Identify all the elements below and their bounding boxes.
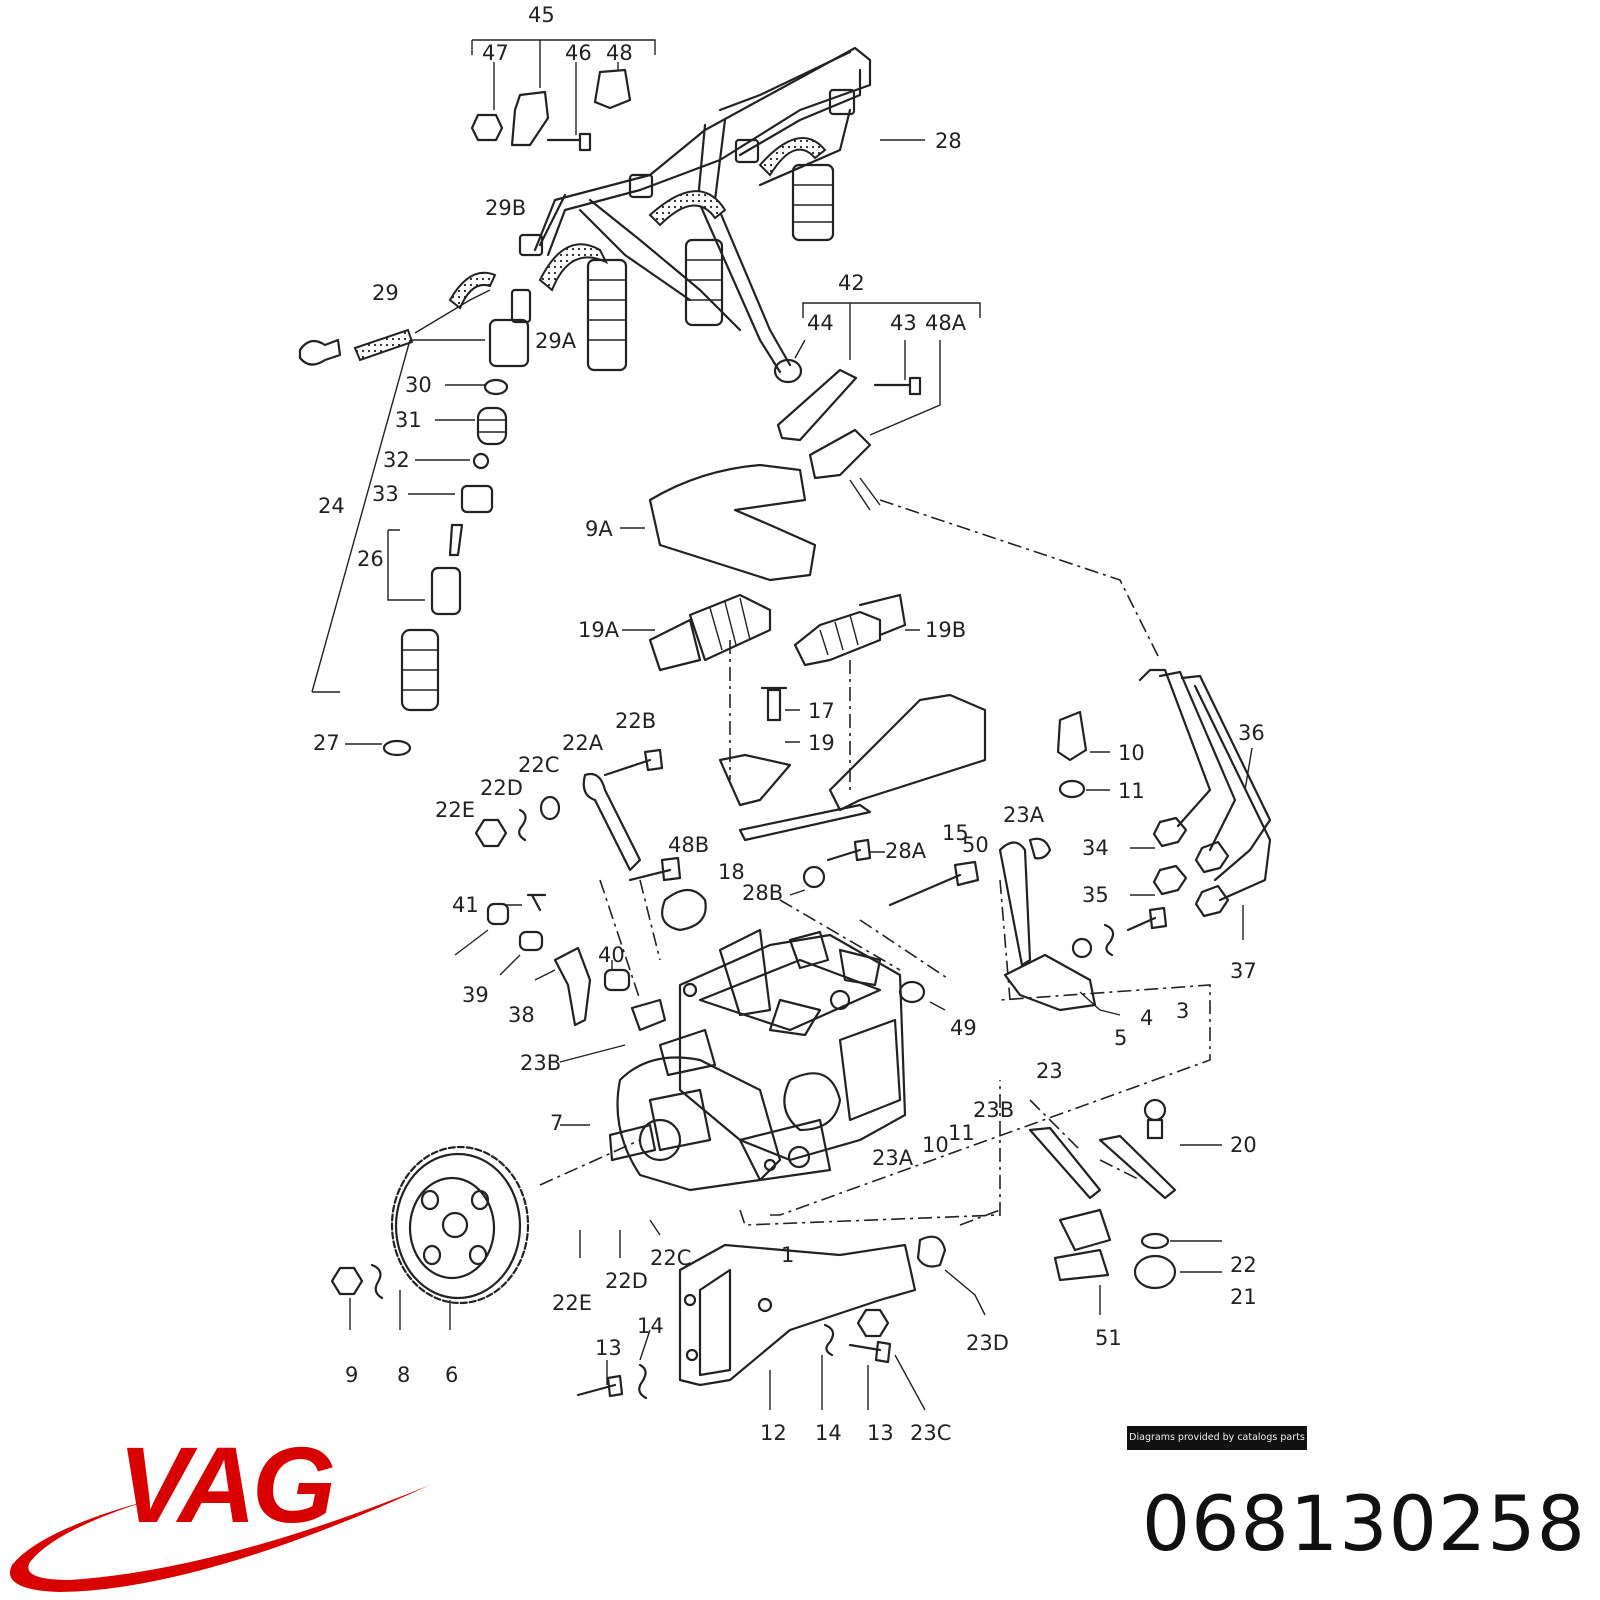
callout-36: 36 — [1238, 721, 1265, 745]
callout-49: 49 — [950, 1016, 977, 1040]
callout-29a: 29A — [535, 329, 577, 353]
callout-22e: 22E — [435, 798, 475, 822]
brackets-15-18 — [718, 686, 987, 842]
callout-46: 46 — [565, 41, 592, 65]
callout-8: 8 — [397, 1363, 410, 1387]
callout-10-lower: 10 — [922, 1133, 949, 1157]
callout-26: 26 — [357, 547, 384, 571]
callout-22d: 22D — [480, 776, 523, 800]
callout-6: 6 — [445, 1363, 458, 1387]
callout-24: 24 — [318, 494, 345, 518]
callout-19: 19 — [808, 731, 835, 755]
callout-15: 15 — [942, 821, 969, 845]
callout-22c: 22C — [518, 753, 559, 777]
callout-9a: 9A — [585, 517, 613, 541]
callout-29b: 29B — [485, 196, 526, 220]
callout-33: 33 — [372, 482, 399, 506]
callout-7: 7 — [550, 1111, 563, 1135]
callout-leaders — [345, 139, 1253, 1411]
callout-23b-right: 23B — [973, 1098, 1014, 1122]
callout-4: 4 — [1140, 1006, 1153, 1030]
callout-19b: 19B — [925, 618, 966, 642]
callout-20: 20 — [1230, 1133, 1257, 1157]
callout-28a: 28A — [885, 839, 927, 863]
callout-11-lower: 11 — [948, 1121, 975, 1145]
part-number: 068130258 — [1141, 1479, 1586, 1568]
callout-22e-lower: 22E — [552, 1291, 592, 1315]
callout-32: 32 — [383, 448, 410, 472]
callout-21: 21 — [1230, 1285, 1257, 1309]
callout-27: 27 — [313, 731, 340, 755]
right-side-parts — [802, 710, 1168, 1012]
callout-43: 43 — [890, 311, 917, 335]
callout-10: 10 — [1118, 741, 1145, 765]
vag-logo: VAG — [10, 1430, 430, 1592]
callout-22b: 22B — [615, 709, 656, 733]
reference-lines — [539, 499, 1211, 1226]
callout-28b: 28B — [742, 881, 783, 905]
callout-48b: 48B — [668, 833, 709, 857]
callout-39: 39 — [462, 983, 489, 1007]
callout-40-upper: 40 — [598, 943, 625, 967]
callout-23: 23 — [1036, 1059, 1063, 1083]
callout-47: 47 — [482, 41, 509, 65]
clamp-45-group — [470, 39, 656, 152]
callout-29: 29 — [372, 281, 399, 305]
clamp-42-group — [773, 302, 981, 511]
callout-13-right: 13 — [867, 1421, 894, 1445]
callout-23a-lower: 23A — [872, 1146, 914, 1170]
callout-38: 38 — [508, 1003, 535, 1027]
callout-41: 41 — [452, 893, 479, 917]
callout-1: 1 — [781, 1243, 794, 1267]
callout-45: 45 — [528, 3, 555, 27]
callout-48a: 48A — [925, 311, 967, 335]
callout-11: 11 — [1118, 779, 1145, 803]
injector-stack-24 — [298, 288, 532, 757]
callout-23c: 23C — [910, 1421, 951, 1445]
callout-44: 44 — [807, 311, 834, 335]
callout-14-right: 14 — [815, 1421, 842, 1445]
callout-23a-upper: 23A — [1003, 803, 1045, 827]
small-parts-left — [474, 748, 707, 1032]
diagram-credit-badge: Diagrams provided by catalogs parts — [1127, 1426, 1307, 1450]
callout-9: 9 — [345, 1363, 358, 1387]
injection-pump-body — [608, 928, 907, 1192]
callout-34: 34 — [1082, 836, 1109, 860]
callout-18: 18 — [718, 860, 745, 884]
callout-22: 22 — [1230, 1253, 1257, 1277]
callout-48: 48 — [606, 41, 633, 65]
injector-nozzles — [518, 88, 856, 372]
callout-35: 35 — [1082, 883, 1109, 907]
solenoid-valves — [648, 593, 907, 672]
callout-labels: 45 47 46 48 28 29B 29 29A 30 31 32 33 24… — [313, 3, 1265, 1445]
callout-5: 5 — [1114, 1026, 1127, 1050]
callout-22d-lower: 22D — [605, 1269, 648, 1293]
fuel-lines — [1138, 668, 1272, 918]
callout-37: 37 — [1230, 959, 1257, 983]
hose-sections — [353, 137, 827, 362]
callout-51: 51 — [1095, 1326, 1122, 1350]
callout-30: 30 — [405, 373, 432, 397]
callout-3: 3 — [1176, 999, 1189, 1023]
insulator-9a — [648, 463, 817, 582]
callout-19a: 19A — [578, 618, 620, 642]
throttle-arm-parts — [1028, 1098, 1177, 1290]
callout-13-left: 13 — [595, 1336, 622, 1360]
callout-17: 17 — [808, 699, 835, 723]
callout-22c-lower: 22C — [650, 1246, 691, 1270]
callout-31: 31 — [395, 408, 422, 432]
callout-23b-left: 23B — [520, 1051, 561, 1075]
mounting-bracket-12 — [576, 1235, 947, 1400]
logo-text: VAG — [118, 1430, 333, 1545]
callout-50: 50 — [962, 833, 989, 857]
callout-42: 42 — [838, 271, 865, 295]
callout-28: 28 — [935, 129, 962, 153]
timing-gear — [330, 1145, 530, 1305]
callout-23d: 23D — [966, 1331, 1009, 1355]
callout-12: 12 — [760, 1421, 787, 1445]
callout-22a: 22A — [562, 731, 604, 755]
logo-swoosh — [10, 1485, 430, 1592]
callout-14-left: 14 — [637, 1314, 664, 1338]
